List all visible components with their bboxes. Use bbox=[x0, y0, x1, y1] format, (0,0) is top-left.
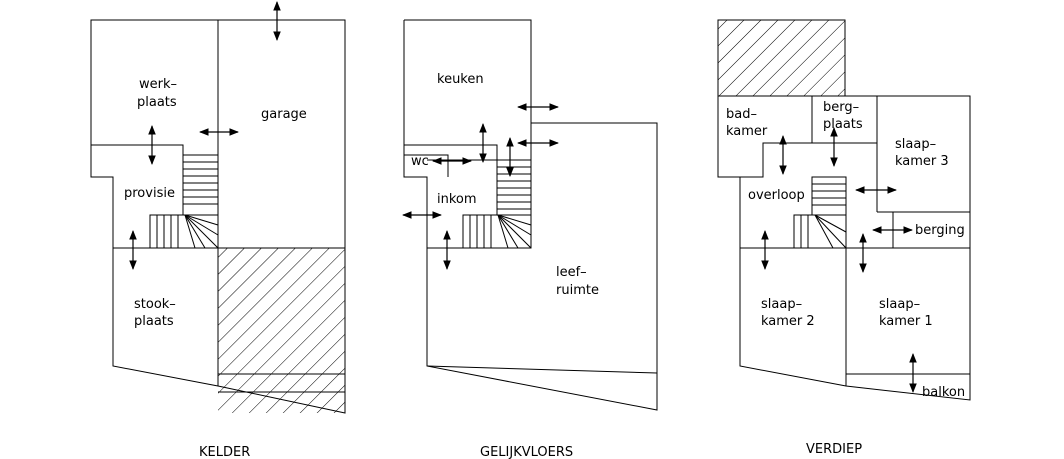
kelder-outline bbox=[90, 19, 346, 414]
gelijkvloers-outline bbox=[403, 19, 658, 411]
room-label-slaapkamer3: slaap– kamer 3 bbox=[895, 137, 949, 169]
kelder-hatched-zone bbox=[218, 248, 345, 413]
floor-title-kelder: KELDER bbox=[199, 445, 250, 459]
room-label-keuken: keuken bbox=[437, 72, 484, 87]
room-label-werkplaats: werk– plaats bbox=[137, 77, 181, 110]
verdiep-stairs bbox=[793, 176, 847, 249]
kelder-stairs bbox=[149, 154, 219, 249]
room-label-badkamer: bad– kamer bbox=[726, 107, 768, 139]
room-label-garage: garage bbox=[261, 107, 307, 122]
floor-title-gelijkvloers: GELIJKVLOERS bbox=[480, 445, 573, 459]
room-label-provisie: provisie bbox=[124, 186, 175, 201]
room-label-stookplaats: stook– plaats bbox=[134, 297, 180, 329]
room-label-leefruimte: leef– ruimte bbox=[556, 265, 599, 298]
room-label-wc: wc bbox=[411, 154, 429, 169]
plan-verdiep: bad– kamer berg– plaats slaap– kamer 3 o… bbox=[717, 19, 971, 457]
plan-gelijkvloers: keuken wc inkom leef– ruimte GELIJKVLOER… bbox=[402, 19, 658, 459]
room-label-overloop: overloop bbox=[748, 188, 805, 203]
room-label-bergplaats: berg– plaats bbox=[823, 100, 863, 132]
verdiep-outline bbox=[717, 95, 971, 401]
room-label-inkom: inkom bbox=[437, 192, 477, 207]
floor-title-verdiep: VERDIEP bbox=[806, 442, 862, 457]
room-label-berging: berging bbox=[915, 223, 965, 238]
plan-kelder: werk– plaats garage provisie stook– plaa… bbox=[90, 1, 346, 459]
room-label-balkon: balkon bbox=[922, 385, 965, 400]
room-label-slaapkamer2: slaap– kamer 2 bbox=[761, 297, 815, 329]
gelijkvloers-stairs bbox=[462, 159, 532, 249]
room-label-slaapkamer1: slaap– kamer 1 bbox=[879, 297, 933, 329]
verdiep-hatched-zone bbox=[718, 20, 845, 96]
